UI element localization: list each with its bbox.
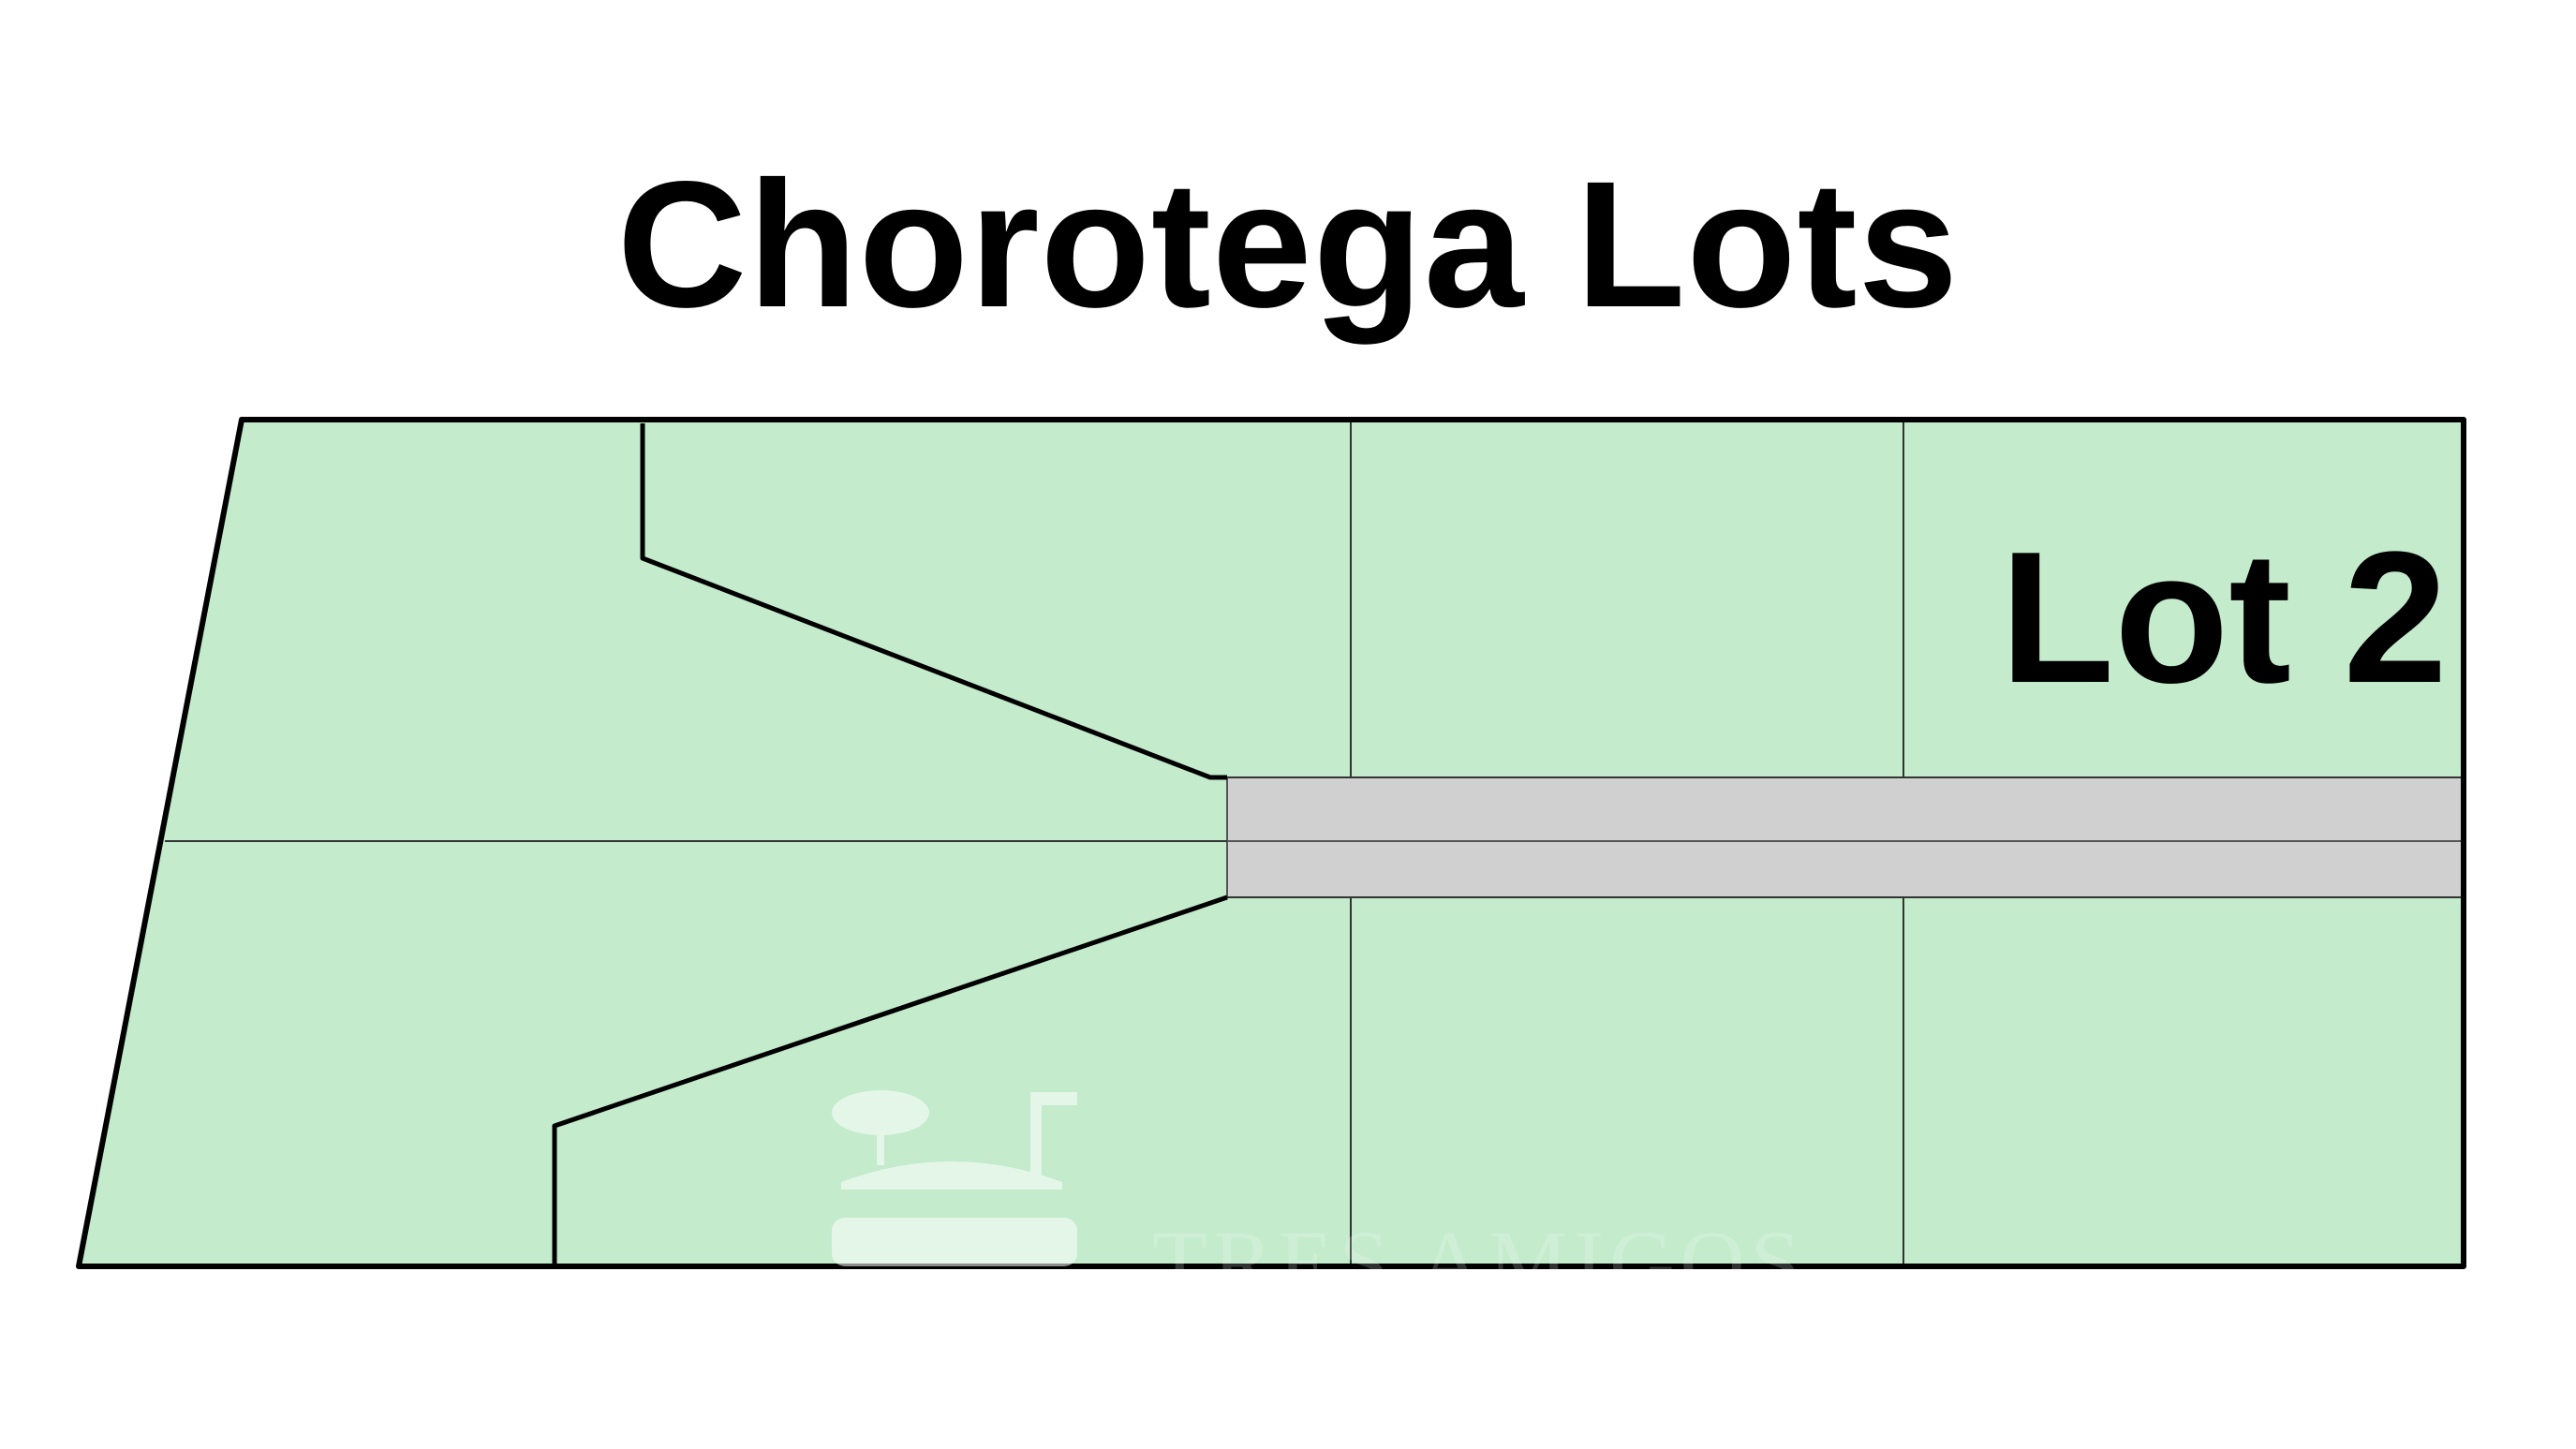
watermark: TRES AMIGOS xyxy=(832,1090,1806,1312)
lot-label-lot-2: Lot 2 xyxy=(2000,513,2448,722)
property-border xyxy=(76,417,2466,1269)
lot-dividers xyxy=(165,421,2464,1264)
map-title: Chorotega Lots xyxy=(616,143,1960,345)
beach-umbrella-island-icon xyxy=(832,1090,1077,1266)
road xyxy=(1226,776,2465,898)
lot-boundaries xyxy=(552,423,1228,1266)
watermark-text: TRES AMIGOS xyxy=(1152,1212,1806,1312)
